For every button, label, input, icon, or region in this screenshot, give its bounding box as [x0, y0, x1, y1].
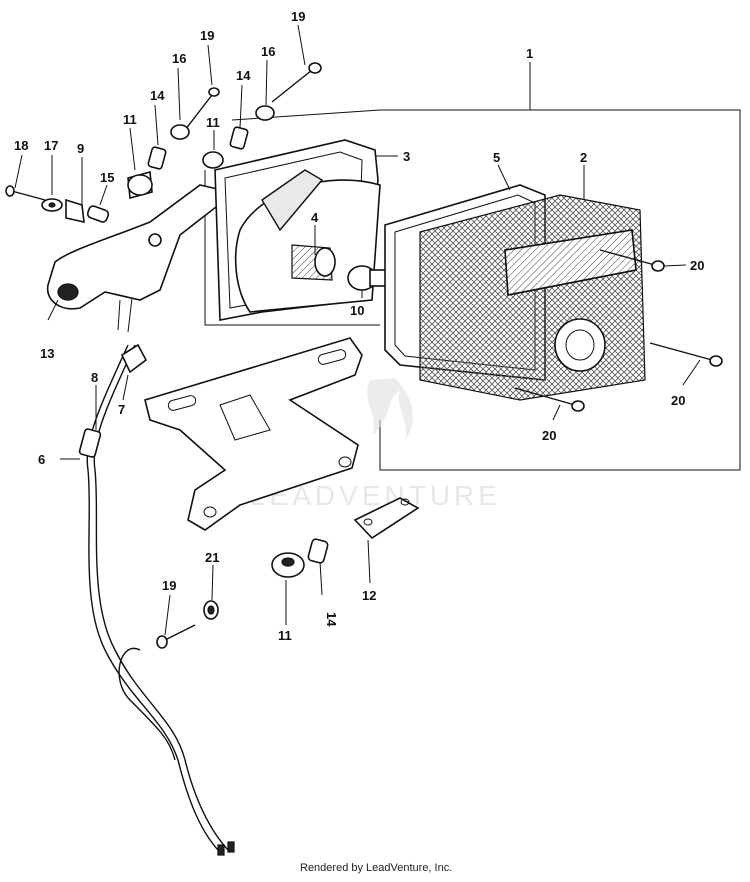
callout-14c: 14 [324, 612, 339, 627]
callout-5: 5 [493, 150, 500, 165]
part-20-screws [514, 249, 723, 412]
callout-7: 7 [118, 402, 125, 417]
callout-15: 15 [100, 170, 114, 185]
callout-1: 1 [526, 46, 533, 61]
callout-13: 13 [40, 346, 54, 361]
callout-19a: 19 [200, 28, 214, 43]
callout-21: 21 [205, 550, 219, 565]
callout-11c: 11 [278, 628, 292, 643]
leader-lines [14, 24, 701, 636]
callout-18: 18 [14, 138, 28, 153]
hardware-top [5, 62, 322, 224]
license-bracket [144, 337, 363, 531]
assembly-frame-left [204, 170, 380, 326]
callout-2: 2 [580, 150, 587, 165]
callout-11b: 11 [206, 115, 220, 130]
callout-8: 8 [91, 370, 98, 385]
callout-14a: 14 [150, 88, 165, 103]
callout-14b: 14 [236, 68, 251, 83]
callout-16a: 16 [172, 51, 186, 66]
callout-17: 17 [44, 138, 58, 153]
assembly-frame [231, 109, 741, 471]
part-2-tail-lens [419, 194, 646, 401]
part-4-socket [234, 169, 381, 313]
wire-harness [78, 343, 235, 856]
callout-20c: 20 [542, 428, 556, 443]
callout-19b: 19 [291, 9, 305, 24]
callout-3: 3 [403, 149, 410, 164]
callout-4: 4 [311, 210, 319, 225]
callout-20a: 20 [690, 258, 704, 273]
callout-labels: 1 2 3 4 5 6 7 8 9 10 11 11 11 12 13 14 1… [14, 9, 704, 643]
footer-credit: Rendered by LeadVenture, Inc. [300, 862, 452, 874]
callout-12: 12 [362, 588, 376, 603]
callout-16b: 16 [261, 44, 275, 59]
part-13-bracket-arm [46, 184, 226, 333]
callout-10: 10 [350, 303, 364, 318]
callout-6: 6 [38, 452, 45, 467]
part-10-bulb [347, 265, 389, 291]
callout-11a: 11 [123, 112, 137, 127]
hardware-bottom [156, 497, 420, 649]
callout-20b: 20 [671, 393, 685, 408]
callout-19c: 19 [162, 578, 176, 593]
callout-9: 9 [77, 141, 84, 156]
